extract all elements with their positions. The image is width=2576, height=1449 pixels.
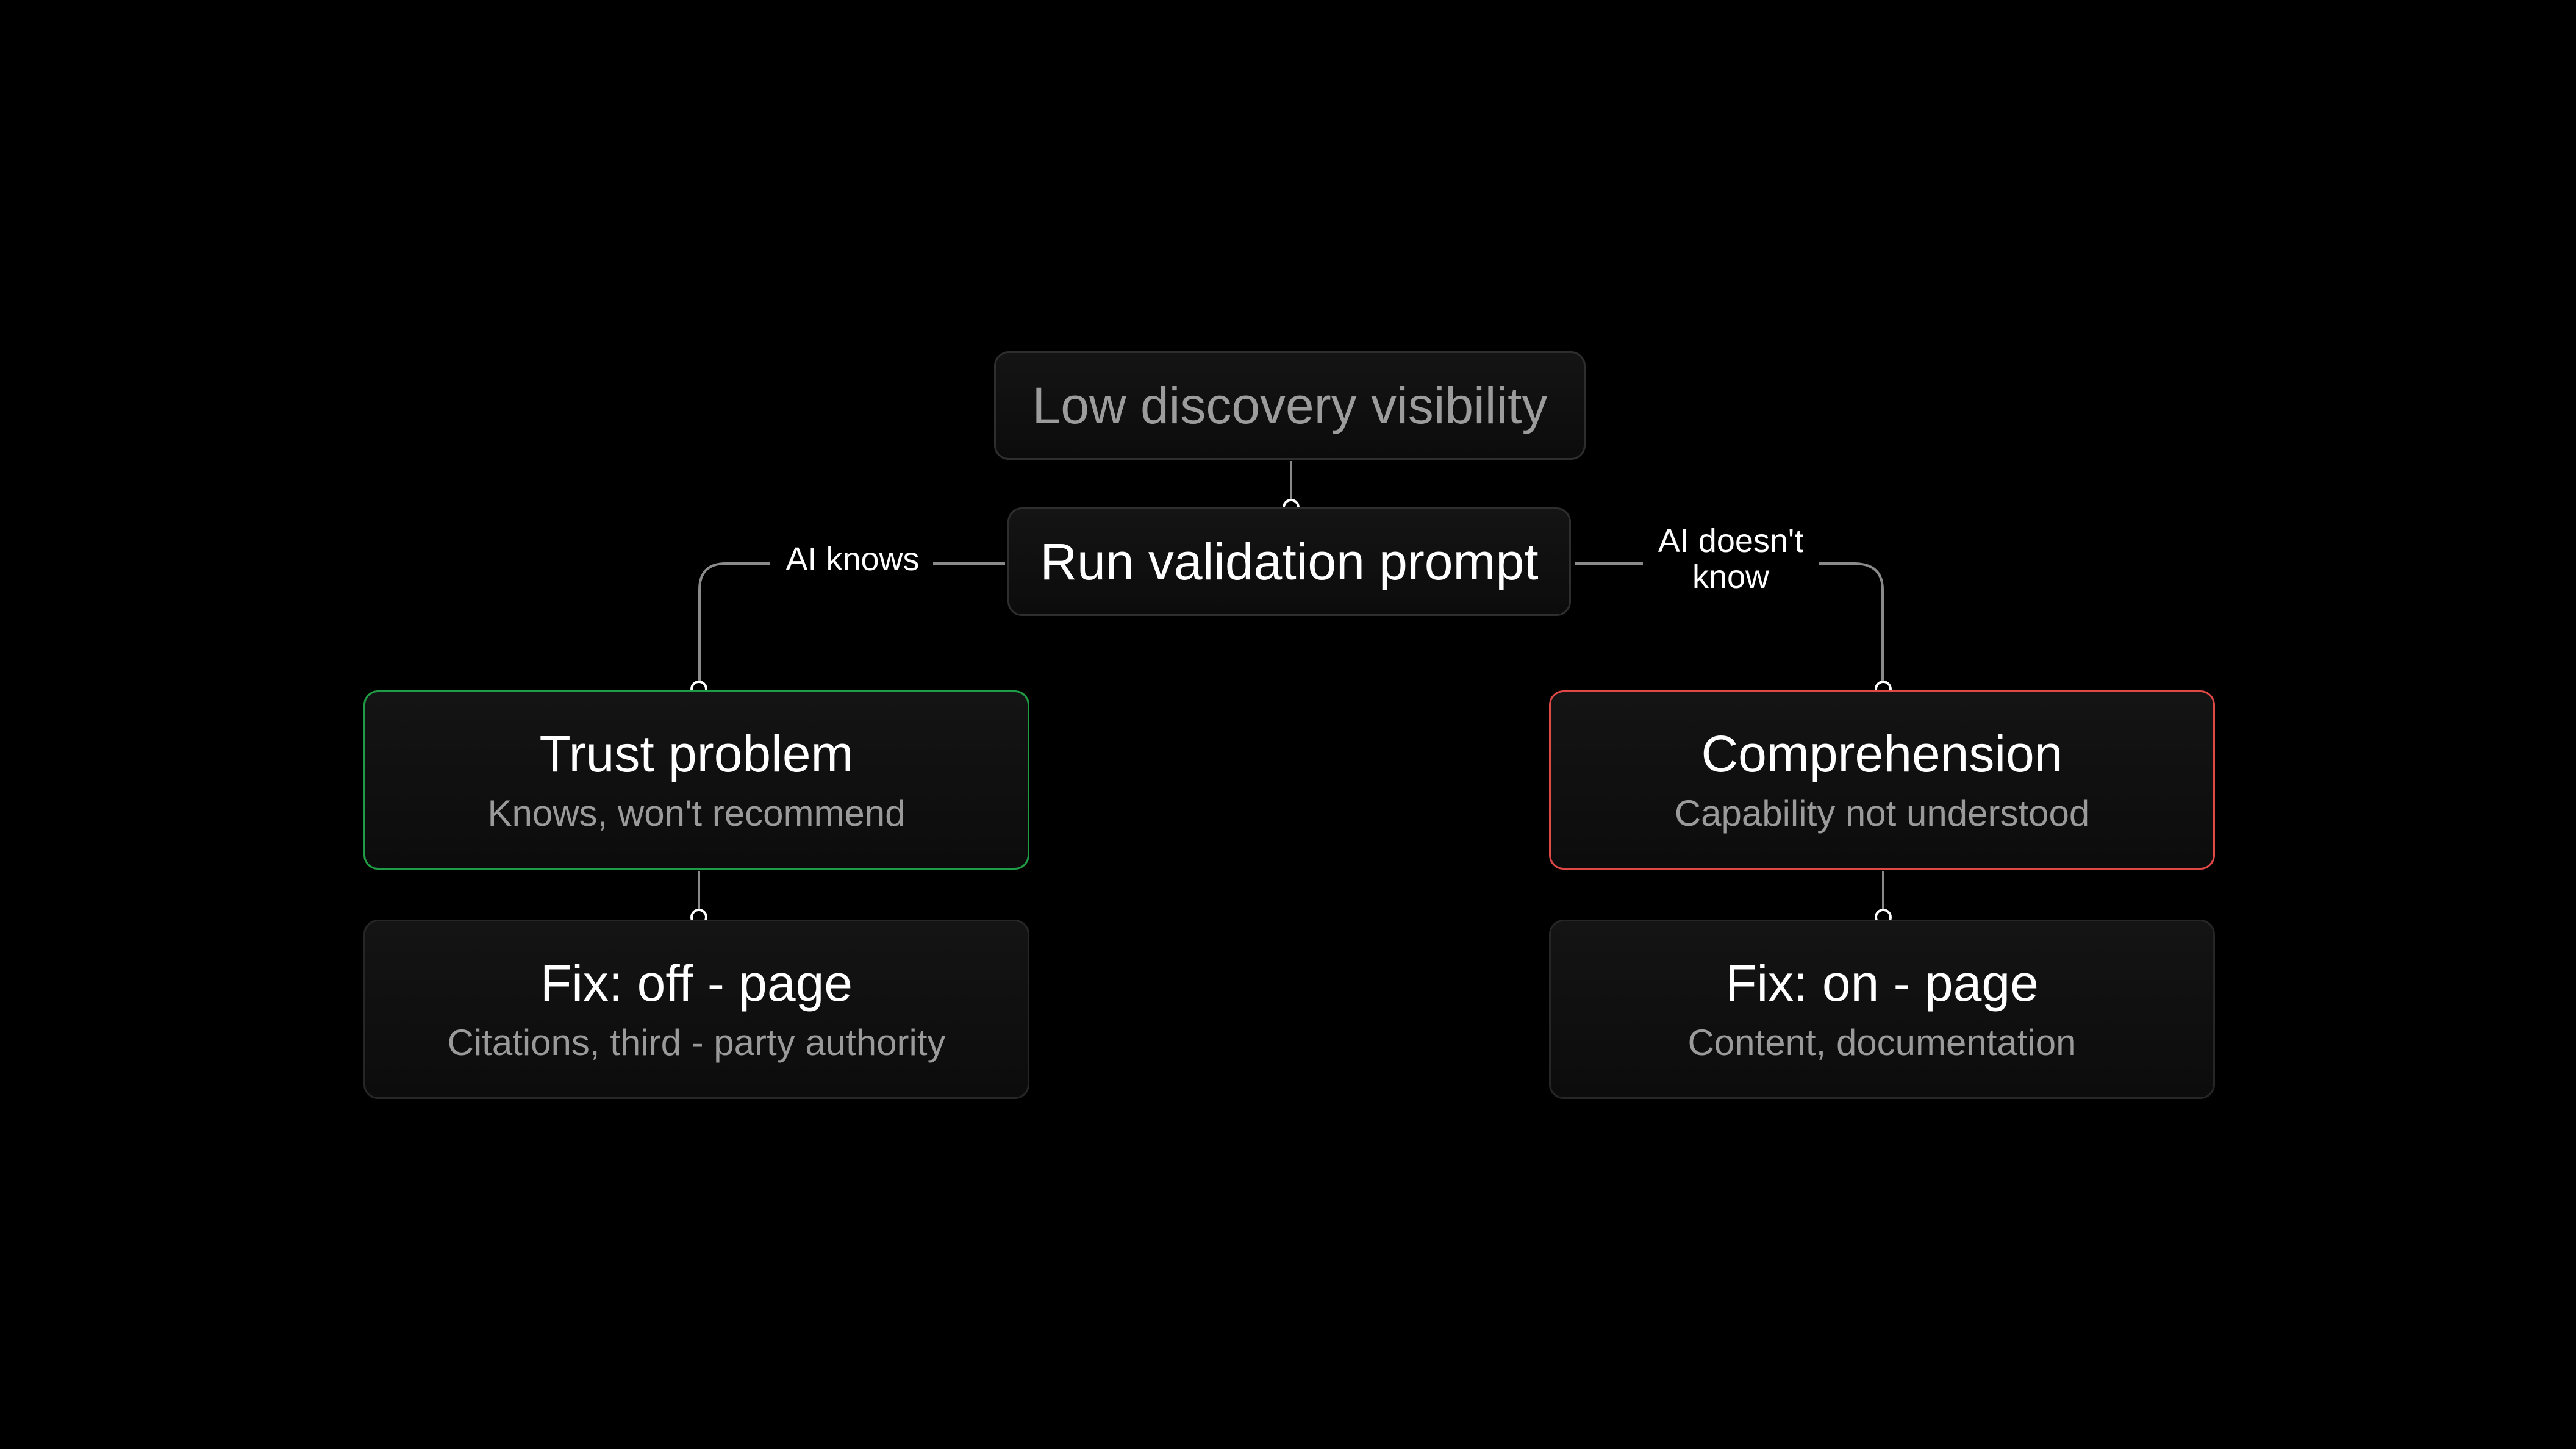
node-title: Fix: on - page	[1725, 954, 2039, 1012]
edge-label-ai-doesnt-know: AI doesn't know	[1645, 523, 1816, 596]
node-title: Comprehension	[1701, 724, 2063, 782]
node-subtitle: Content, documentation	[1687, 1022, 2077, 1064]
node-low-discovery-visibility: Low discovery visibility	[994, 351, 1586, 460]
node-title: Run validation prompt	[1040, 532, 1539, 590]
node-title: Low discovery visibility	[1032, 376, 1548, 434]
node-subtitle: Citations, third - party authority	[447, 1022, 946, 1064]
node-title: Trust problem	[539, 724, 854, 782]
node-run-validation-prompt: Run validation prompt	[1007, 507, 1571, 616]
node-comprehension: Comprehension Capability not understood	[1549, 690, 2215, 870]
connector-validate-comprehension	[1575, 562, 1884, 682]
node-title: Fix: off - page	[540, 954, 853, 1012]
node-subtitle: Knows, won't recommend	[487, 793, 906, 834]
node-fix-on-page: Fix: on - page Content, documentation	[1549, 920, 2215, 1099]
connector-validate-trust	[698, 562, 1005, 682]
edge-label-ai-knows: AI knows	[773, 541, 932, 578]
node-subtitle: Capability not understood	[1674, 793, 2090, 834]
node-trust-problem: Trust problem Knows, won't recommend	[363, 690, 1029, 870]
node-fix-off-page: Fix: off - page Citations, third - party…	[363, 920, 1029, 1099]
